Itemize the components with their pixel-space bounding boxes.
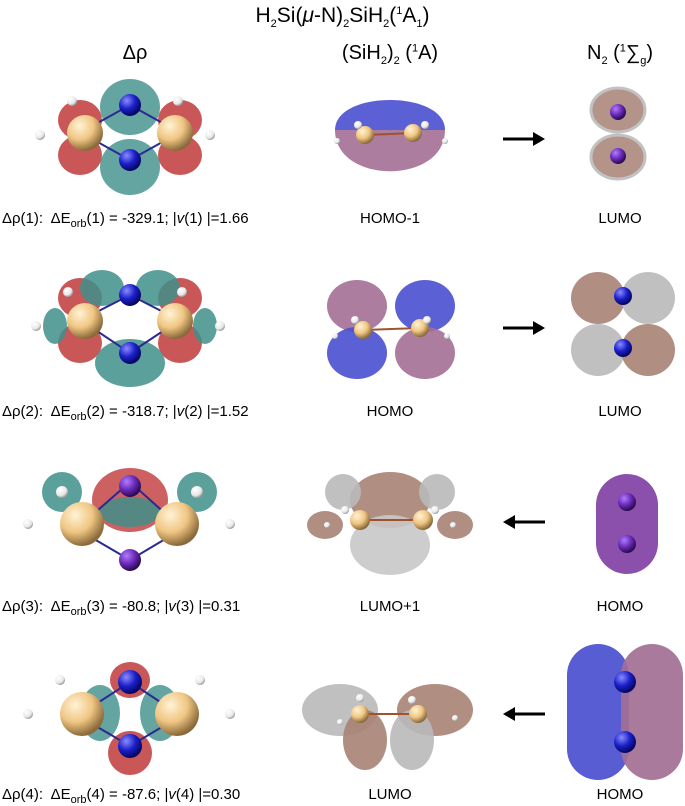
column-header-delta-rho: Δρ	[122, 42, 148, 64]
silicon-atom	[356, 126, 374, 144]
sih2-homo-1-orbital	[334, 100, 448, 172]
silicon-atom	[67, 115, 103, 151]
arrow-right-icon	[503, 132, 545, 146]
delta-rho-2-isosurface	[31, 270, 225, 387]
hydrogen-atom	[354, 121, 362, 129]
mauve-lobe	[335, 130, 445, 172]
row-1-middle-orbital-label: HOMO-1	[360, 210, 420, 227]
column-header-sih2-dimer: (SiH2)2 (1A)	[341, 42, 439, 67]
hydrogen-atom	[173, 96, 183, 106]
n2-homo-orbital-4	[567, 644, 683, 780]
nitrogen-atom	[119, 94, 141, 116]
sih2-lumo-plus-1-orbital	[307, 472, 473, 575]
silicon-atom	[404, 124, 422, 142]
hydrogen-atom	[35, 130, 45, 140]
arrow-left-icon	[503, 707, 545, 721]
n2-lumo-orbital-2	[571, 272, 675, 376]
row-3-label: Δρ(3): ΔEorb(3) = -80.8; |v(3) |=0.31	[2, 598, 241, 618]
hydrogen-atom	[421, 121, 429, 129]
delta-rho-4-isosurface	[23, 662, 235, 775]
arrow-right-icon	[503, 321, 545, 335]
row-2-right-orbital-label: LUMO	[598, 403, 642, 420]
teal-lobe	[80, 270, 124, 306]
hydrogen-atom	[205, 130, 215, 140]
row-2-label: Δρ(2): ΔEorb(2) = -318.7; |v(2) |=1.52	[2, 403, 249, 423]
hydrogen-atom	[334, 138, 340, 144]
delta-rho-1-isosurface	[35, 79, 215, 195]
row-4-middle-orbital-label: LUMO	[368, 786, 412, 803]
nitrogen-atom	[119, 149, 141, 171]
hydrogen-atom	[67, 96, 77, 106]
sih2-lumo-orbital	[302, 684, 473, 770]
figure-title: H2Si(μ-N)2SiH2(1A1)	[255, 4, 430, 31]
row-4-right-orbital-label: HOMO	[596, 786, 644, 803]
row-3-right-orbital-label: HOMO	[596, 598, 644, 615]
silicon-atom	[157, 115, 193, 151]
sih2-homo-orbital	[327, 280, 455, 379]
row-4-label: Δρ(4): ΔEorb(4) = -87.6; |v(4) |=0.30	[2, 786, 241, 806]
row-2-middle-orbital-label: HOMO	[366, 403, 414, 420]
hydrogen-atom	[442, 138, 448, 144]
n2-homo-orbital-3	[596, 474, 658, 574]
arrow-left-icon	[503, 515, 545, 529]
delta-rho-3-isosurface	[23, 468, 235, 571]
n2-lumo-orbital-1	[589, 86, 647, 181]
column-header-n2: N2 (1∑g)	[587, 42, 653, 67]
row-3-middle-orbital-label: LUMO+1	[359, 598, 421, 615]
row-1-right-orbital-label: LUMO	[598, 210, 642, 227]
teal-lobe	[136, 270, 180, 306]
nitrogen-atom	[610, 104, 626, 120]
nitrogen-atom	[610, 148, 626, 164]
row-1-label: Δρ(1): ΔEorb(1) = -329.1; |v(1) |=1.66	[2, 210, 249, 230]
blue-lobe	[335, 100, 445, 130]
